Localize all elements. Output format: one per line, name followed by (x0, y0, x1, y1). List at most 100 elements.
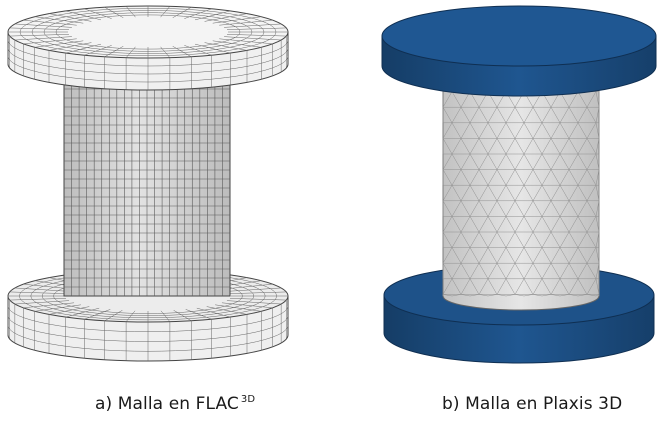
mesh-line (104, 310, 123, 321)
mesh-line (469, 247, 480, 264)
mesh-line (469, 216, 480, 233)
mesh-line (532, 294, 543, 297)
mesh-line (595, 107, 600, 123)
mesh-line (219, 19, 273, 26)
mesh-line (460, 169, 471, 186)
mesh-line (48, 42, 92, 51)
mesh-line (48, 306, 90, 315)
mesh-line (478, 200, 489, 217)
mesh-line (550, 138, 561, 155)
mesh-line (550, 169, 561, 186)
mesh-line (595, 122, 600, 139)
mesh-line (469, 200, 480, 217)
mesh-line (442, 294, 453, 297)
mesh-line (514, 294, 525, 297)
mesh-line (514, 231, 525, 248)
caption-flac-text: a) Malla en FLAC (95, 394, 239, 414)
mesh-line (23, 302, 75, 309)
mesh-line (478, 122, 489, 139)
mesh-line (577, 263, 588, 279)
mesh-line (451, 200, 462, 217)
mesh-line (541, 185, 552, 201)
mesh-line (496, 185, 507, 201)
mesh-line (215, 304, 262, 312)
mesh-line (550, 263, 561, 279)
mesh-line (442, 263, 453, 279)
mesh-line (568, 263, 579, 279)
mesh-line (442, 185, 453, 201)
flac-bottom-platen-grid (7, 270, 289, 361)
mesh-line (478, 107, 489, 123)
mesh-line (496, 294, 507, 297)
mesh-line (212, 16, 262, 24)
mesh-line (460, 263, 471, 279)
mesh-line (487, 138, 498, 155)
plaxis-top-platen (381, 5, 657, 97)
mesh-line (469, 263, 480, 279)
mesh-line (577, 278, 588, 295)
mesh-line (550, 200, 561, 217)
mesh-line (460, 216, 471, 233)
mesh-line (7, 325, 289, 352)
mesh-line (478, 216, 489, 233)
mesh-line (48, 13, 92, 22)
mesh-line (442, 216, 453, 233)
mesh-line (586, 91, 597, 108)
mesh-line (460, 231, 471, 248)
mesh-line (523, 294, 534, 297)
mesh-line (496, 200, 507, 217)
mesh-line (469, 185, 480, 201)
mesh-line (469, 278, 480, 295)
mesh-line (559, 185, 570, 201)
mesh-line (451, 216, 462, 233)
mesh-line (184, 45, 212, 56)
mesh-line (577, 294, 588, 297)
mesh-line (487, 122, 498, 139)
mesh-line (505, 247, 516, 264)
mesh-line (514, 185, 525, 201)
mesh-line (550, 231, 561, 248)
mesh-line (442, 107, 453, 123)
mesh-line (478, 185, 489, 201)
flac-cylinder-grid (64, 80, 230, 296)
mesh-line (523, 263, 534, 279)
mesh-line (541, 138, 552, 155)
mesh-line (34, 40, 84, 48)
mesh-line (505, 153, 516, 170)
mesh-line (532, 278, 543, 295)
mesh-line (7, 39, 289, 67)
mesh-line (586, 138, 597, 155)
mesh-line (550, 278, 561, 295)
mesh-line (229, 291, 287, 294)
mesh-line (104, 46, 124, 57)
mesh-line (23, 38, 77, 45)
mesh-line (469, 138, 480, 155)
mesh-line (460, 200, 471, 217)
mesh-line (586, 278, 597, 295)
mesh-line (532, 169, 543, 186)
mesh-line (514, 200, 525, 217)
mesh-line (523, 122, 534, 139)
mesh-line (532, 200, 543, 217)
mesh-line (532, 247, 543, 264)
mesh-line (65, 307, 100, 318)
mesh-line (559, 263, 570, 279)
mesh-line (550, 122, 561, 139)
mesh-line (496, 216, 507, 233)
mesh-line (514, 278, 525, 295)
mesh-line (577, 231, 588, 248)
mesh-line (595, 185, 600, 201)
mesh-line (595, 294, 600, 297)
mesh-line (568, 91, 579, 108)
mesh-line (478, 231, 489, 248)
mesh-line (586, 263, 597, 279)
flac-top-platen-grid (7, 6, 289, 90)
mesh-line (469, 153, 480, 170)
mesh-line (577, 107, 588, 123)
mesh-line (568, 122, 579, 139)
mesh-line (460, 278, 471, 295)
mesh-line (505, 200, 516, 217)
mesh-line (523, 278, 534, 295)
mesh-line (523, 138, 534, 155)
